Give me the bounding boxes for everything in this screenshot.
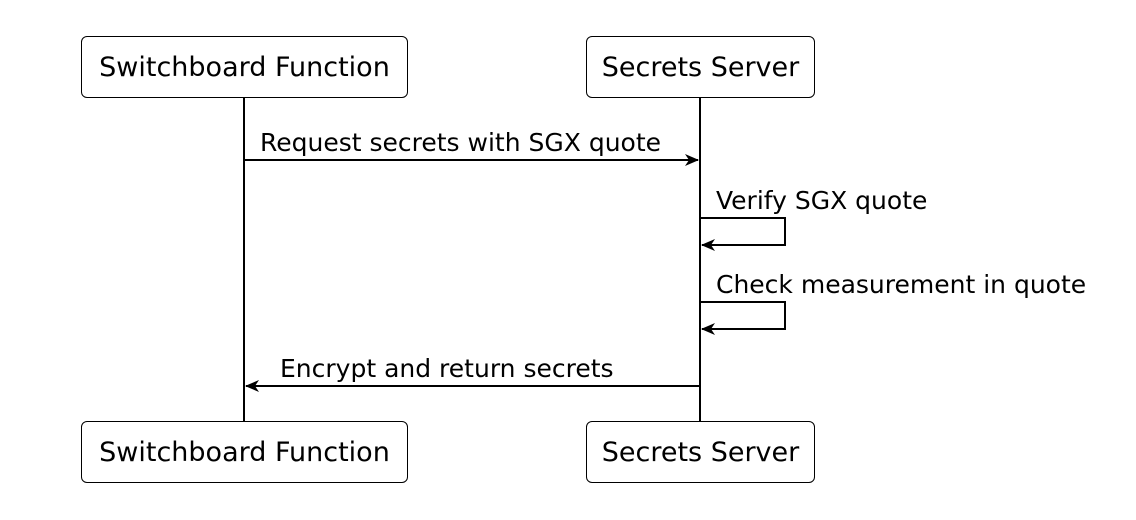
message-label-return-secrets: Encrypt and return secrets <box>280 354 614 383</box>
participant-secrets-server-bottom: Secrets Server <box>586 421 815 483</box>
message-label-request-secrets: Request secrets with SGX quote <box>260 128 662 157</box>
message-label-check-measurement: Check measurement in quote <box>716 270 1087 299</box>
self-message-arrow-verify <box>700 217 786 251</box>
participant-switchboard-top: Switchboard Function <box>81 36 408 98</box>
participant-secrets-server-top: Secrets Server <box>586 36 815 98</box>
participant-switchboard-bottom: Switchboard Function <box>81 421 408 483</box>
message-label-verify: Verify SGX quote <box>716 186 928 215</box>
self-message-arrow-check-measurement <box>700 301 786 335</box>
